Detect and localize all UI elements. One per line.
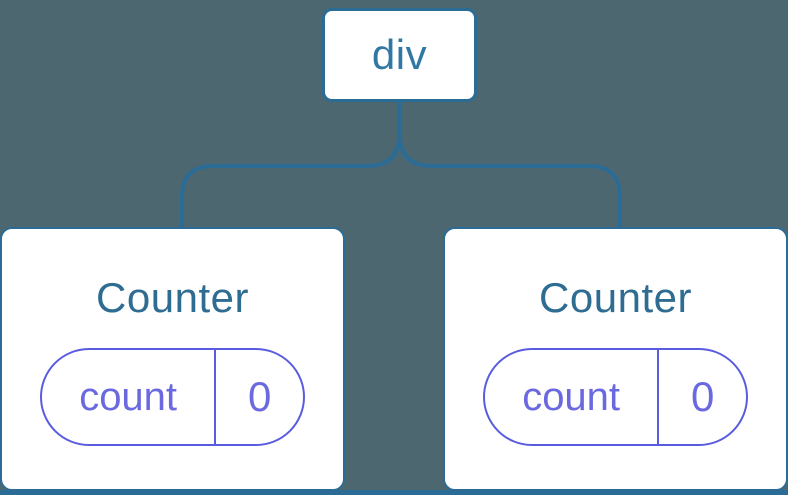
component-title: Counter <box>96 274 249 321</box>
state-pill: count 0 <box>40 348 305 446</box>
state-value-label: 0 <box>247 373 272 420</box>
connector-left-branch <box>180 101 402 229</box>
connector-right-branch <box>397 101 622 229</box>
state-key-cell: count <box>485 350 660 444</box>
state-key-label: count <box>79 375 178 419</box>
root-node-label: div <box>371 31 428 78</box>
component-title: Counter <box>539 274 692 321</box>
component-card-counter-1: Counter count 0 <box>0 227 345 491</box>
state-key-label: count <box>522 375 621 419</box>
state-value-cell: 0 <box>659 350 746 444</box>
state-key-cell: count <box>42 350 217 444</box>
bottom-border-line <box>0 490 788 495</box>
state-pill: count 0 <box>483 348 748 446</box>
state-value-label: 0 <box>690 373 715 420</box>
root-node-div: div <box>322 8 477 102</box>
component-card-counter-2: Counter count 0 <box>443 227 788 491</box>
state-value-cell: 0 <box>216 350 303 444</box>
